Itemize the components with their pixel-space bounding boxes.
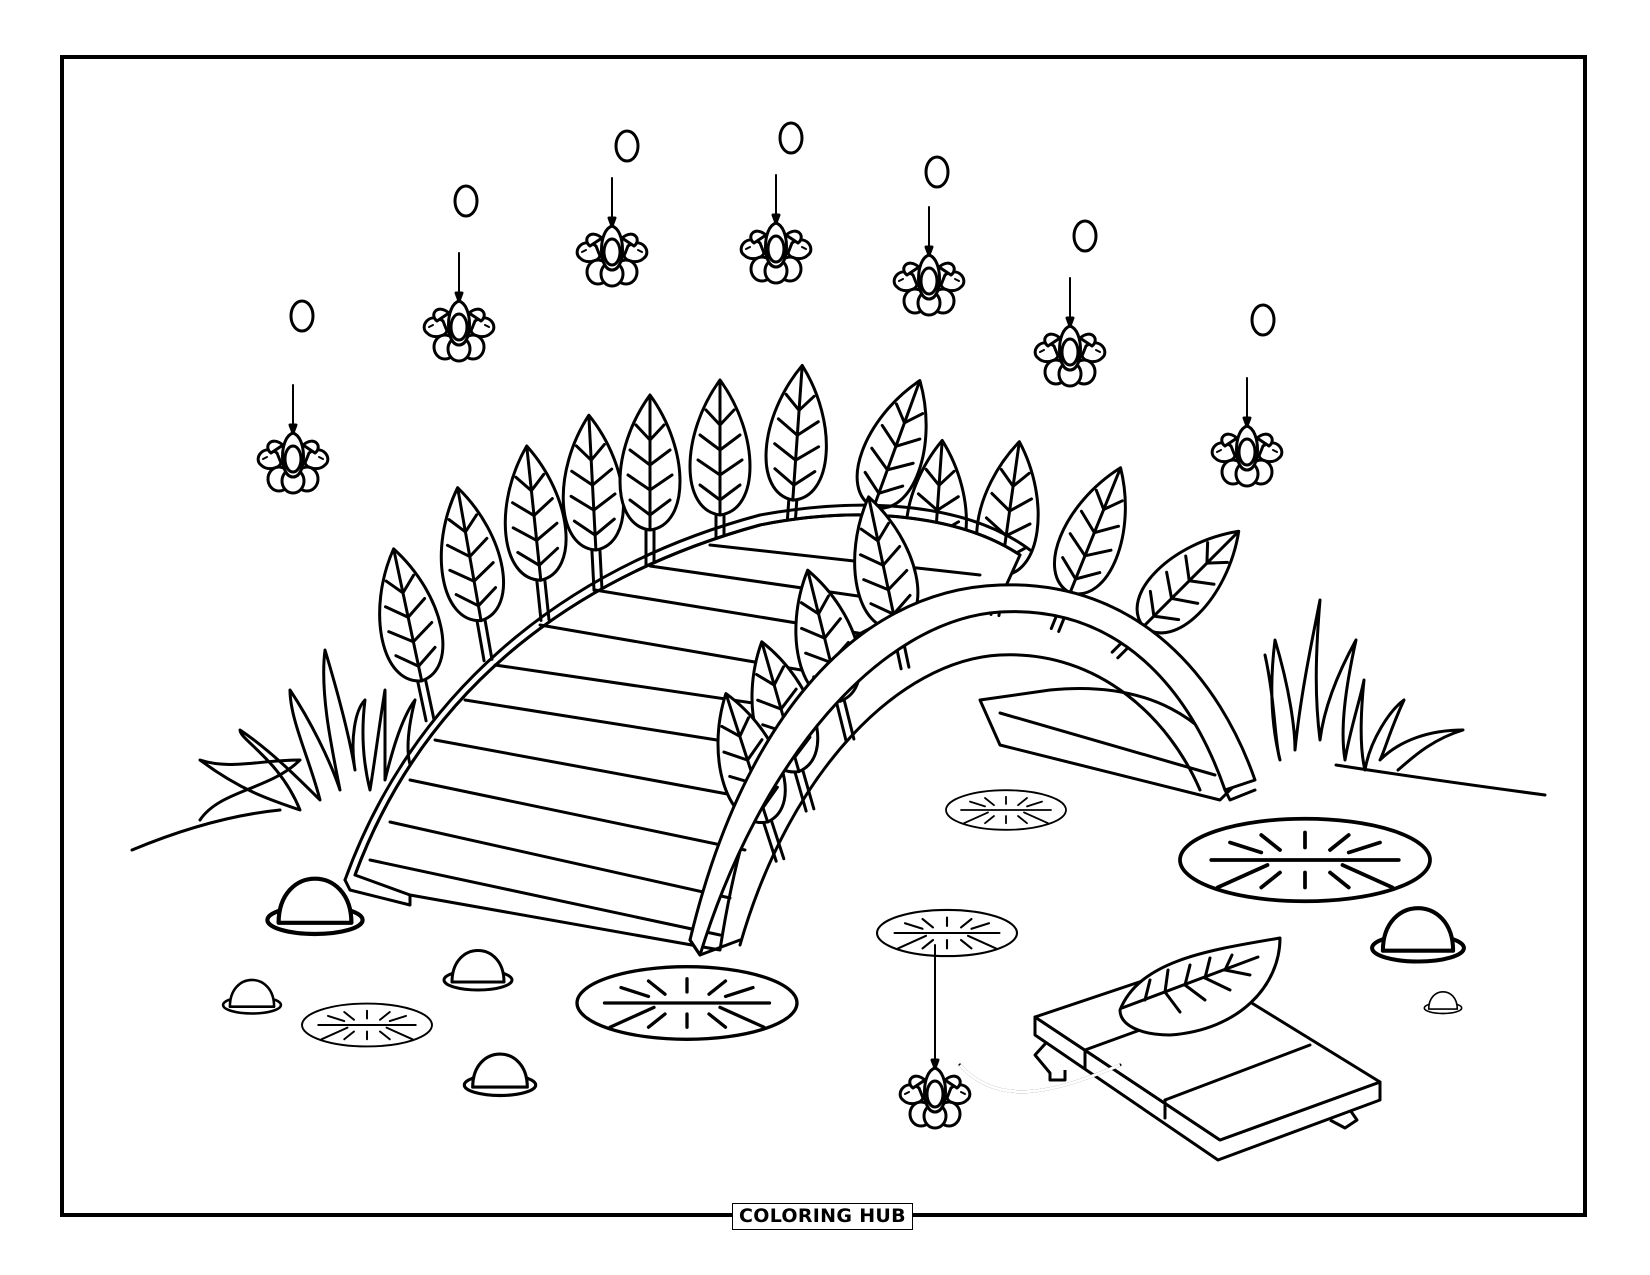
brand-label: COLORING HUB (732, 1203, 913, 1230)
grass-right (1263, 598, 1465, 772)
flower-garland (228, 121, 1379, 495)
wooden-raft (898, 936, 1382, 1162)
bridge-underside (978, 687, 1242, 802)
bridge-deck (343, 503, 1032, 952)
bridge-arch (688, 583, 1257, 957)
grass-left (198, 648, 422, 822)
ground (130, 763, 1547, 852)
